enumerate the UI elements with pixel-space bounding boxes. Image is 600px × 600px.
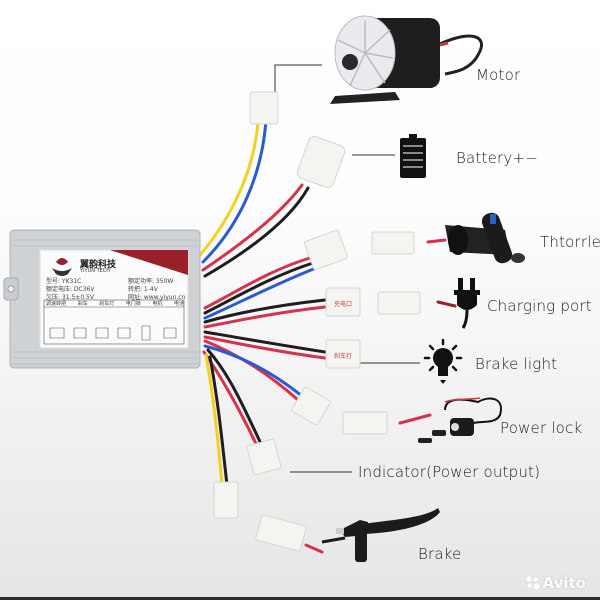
wire-red-brakelight (203, 335, 327, 360)
wire-black-battery (203, 186, 310, 278)
avito-logo-icon (525, 576, 540, 590)
controller-undervoltage: 欠压: 31.5±0.5V (46, 294, 94, 301)
connector-indicator (246, 438, 282, 476)
wire-blue-throttle (203, 266, 318, 320)
connector-power-lock (291, 386, 331, 426)
port-header: 电门锁 (125, 301, 141, 307)
port-header: 电池 (173, 301, 184, 307)
wire-yellow-motor (198, 118, 260, 257)
port-headers: 调速转把 刹车 刹车灯 电门锁 电机 电池 (46, 300, 184, 307)
motor-icon (330, 15, 483, 104)
plug-icon (454, 278, 480, 329)
wire-black-brake (208, 355, 229, 487)
avito-text: Avito (542, 574, 586, 592)
label-brake-light: Brake light (475, 355, 558, 373)
wire-red-throttle (203, 256, 312, 310)
battery-icon (400, 134, 426, 178)
connector-brake-mate (255, 514, 307, 552)
port-header: 调速转把 (46, 301, 67, 307)
controller-box (3, 229, 201, 369)
tag-brake-light: 刹车灯 (334, 352, 352, 360)
avito-watermark: Avito (525, 574, 586, 592)
throttle-icon (445, 212, 525, 264)
leader-lines (274, 64, 420, 473)
brake-lever-icon (321, 508, 440, 562)
controller-throttle-range: 转把: 1-4V (128, 286, 158, 293)
bottom-edge (0, 597, 600, 600)
wire-brake-ext (304, 543, 324, 554)
controller-rated-voltage: 额定电压: DC36V (46, 286, 95, 293)
tag-charging: 充电口 (334, 300, 352, 308)
controller-brand-en: YIYUN TECH (80, 268, 111, 274)
key-lock-icon (418, 397, 502, 443)
wire-lock-ext (398, 413, 432, 425)
wire-black-brakelight (203, 330, 327, 354)
wire-yellow-brake (204, 353, 224, 487)
leader-motor (274, 64, 322, 92)
port-header: 刹车 (77, 301, 88, 307)
controller-website: 网址: www.yiyun.cn (128, 294, 186, 301)
connector-power-lock-mate (342, 411, 388, 435)
connectors (213, 91, 421, 552)
label-power-lock: Power lock (500, 419, 583, 437)
label-brake: Brake (418, 545, 462, 563)
wire-black-indicator (206, 348, 264, 448)
connector-brake (213, 481, 239, 519)
wire-red-battery (201, 183, 304, 272)
wire-blue-lock (203, 344, 304, 398)
label-battery: Battery+− (456, 149, 538, 167)
port-header: 刹车灯 (99, 301, 115, 307)
controller-model: 型号: YK31C (46, 278, 82, 285)
label-indicator: Indicator(Power output) (358, 463, 541, 481)
label-charging-port: Charging port (487, 297, 592, 315)
connector-throttle-mate (371, 231, 415, 255)
wires (198, 118, 457, 554)
connector-motor (249, 91, 279, 125)
label-motor: Motor (476, 66, 521, 84)
light-bulb-icon (423, 338, 463, 384)
wire-throttle-ext (426, 238, 447, 244)
connector-battery (296, 136, 346, 188)
controller-brand-cn: 翼韵科技 (80, 260, 117, 270)
connector-throttle (304, 229, 348, 271)
wire-red-charging (203, 305, 327, 329)
wire-black-charging (203, 298, 327, 324)
label-throttle: Thtorrle (540, 233, 600, 251)
port-header: 电机 (152, 301, 163, 307)
controller-rated-power: 额定功率: 350W (128, 278, 174, 285)
sticker-accent (110, 250, 188, 275)
wire-black-throttle (203, 261, 315, 315)
connector-charging (325, 287, 361, 317)
connector-brake-light (325, 339, 361, 369)
wire-charging-ext (436, 300, 457, 308)
wire-blue-motor (201, 118, 268, 264)
brand-logo-icon (56, 258, 68, 265)
port-table (43, 299, 185, 345)
connector-charging-mate (377, 291, 421, 315)
